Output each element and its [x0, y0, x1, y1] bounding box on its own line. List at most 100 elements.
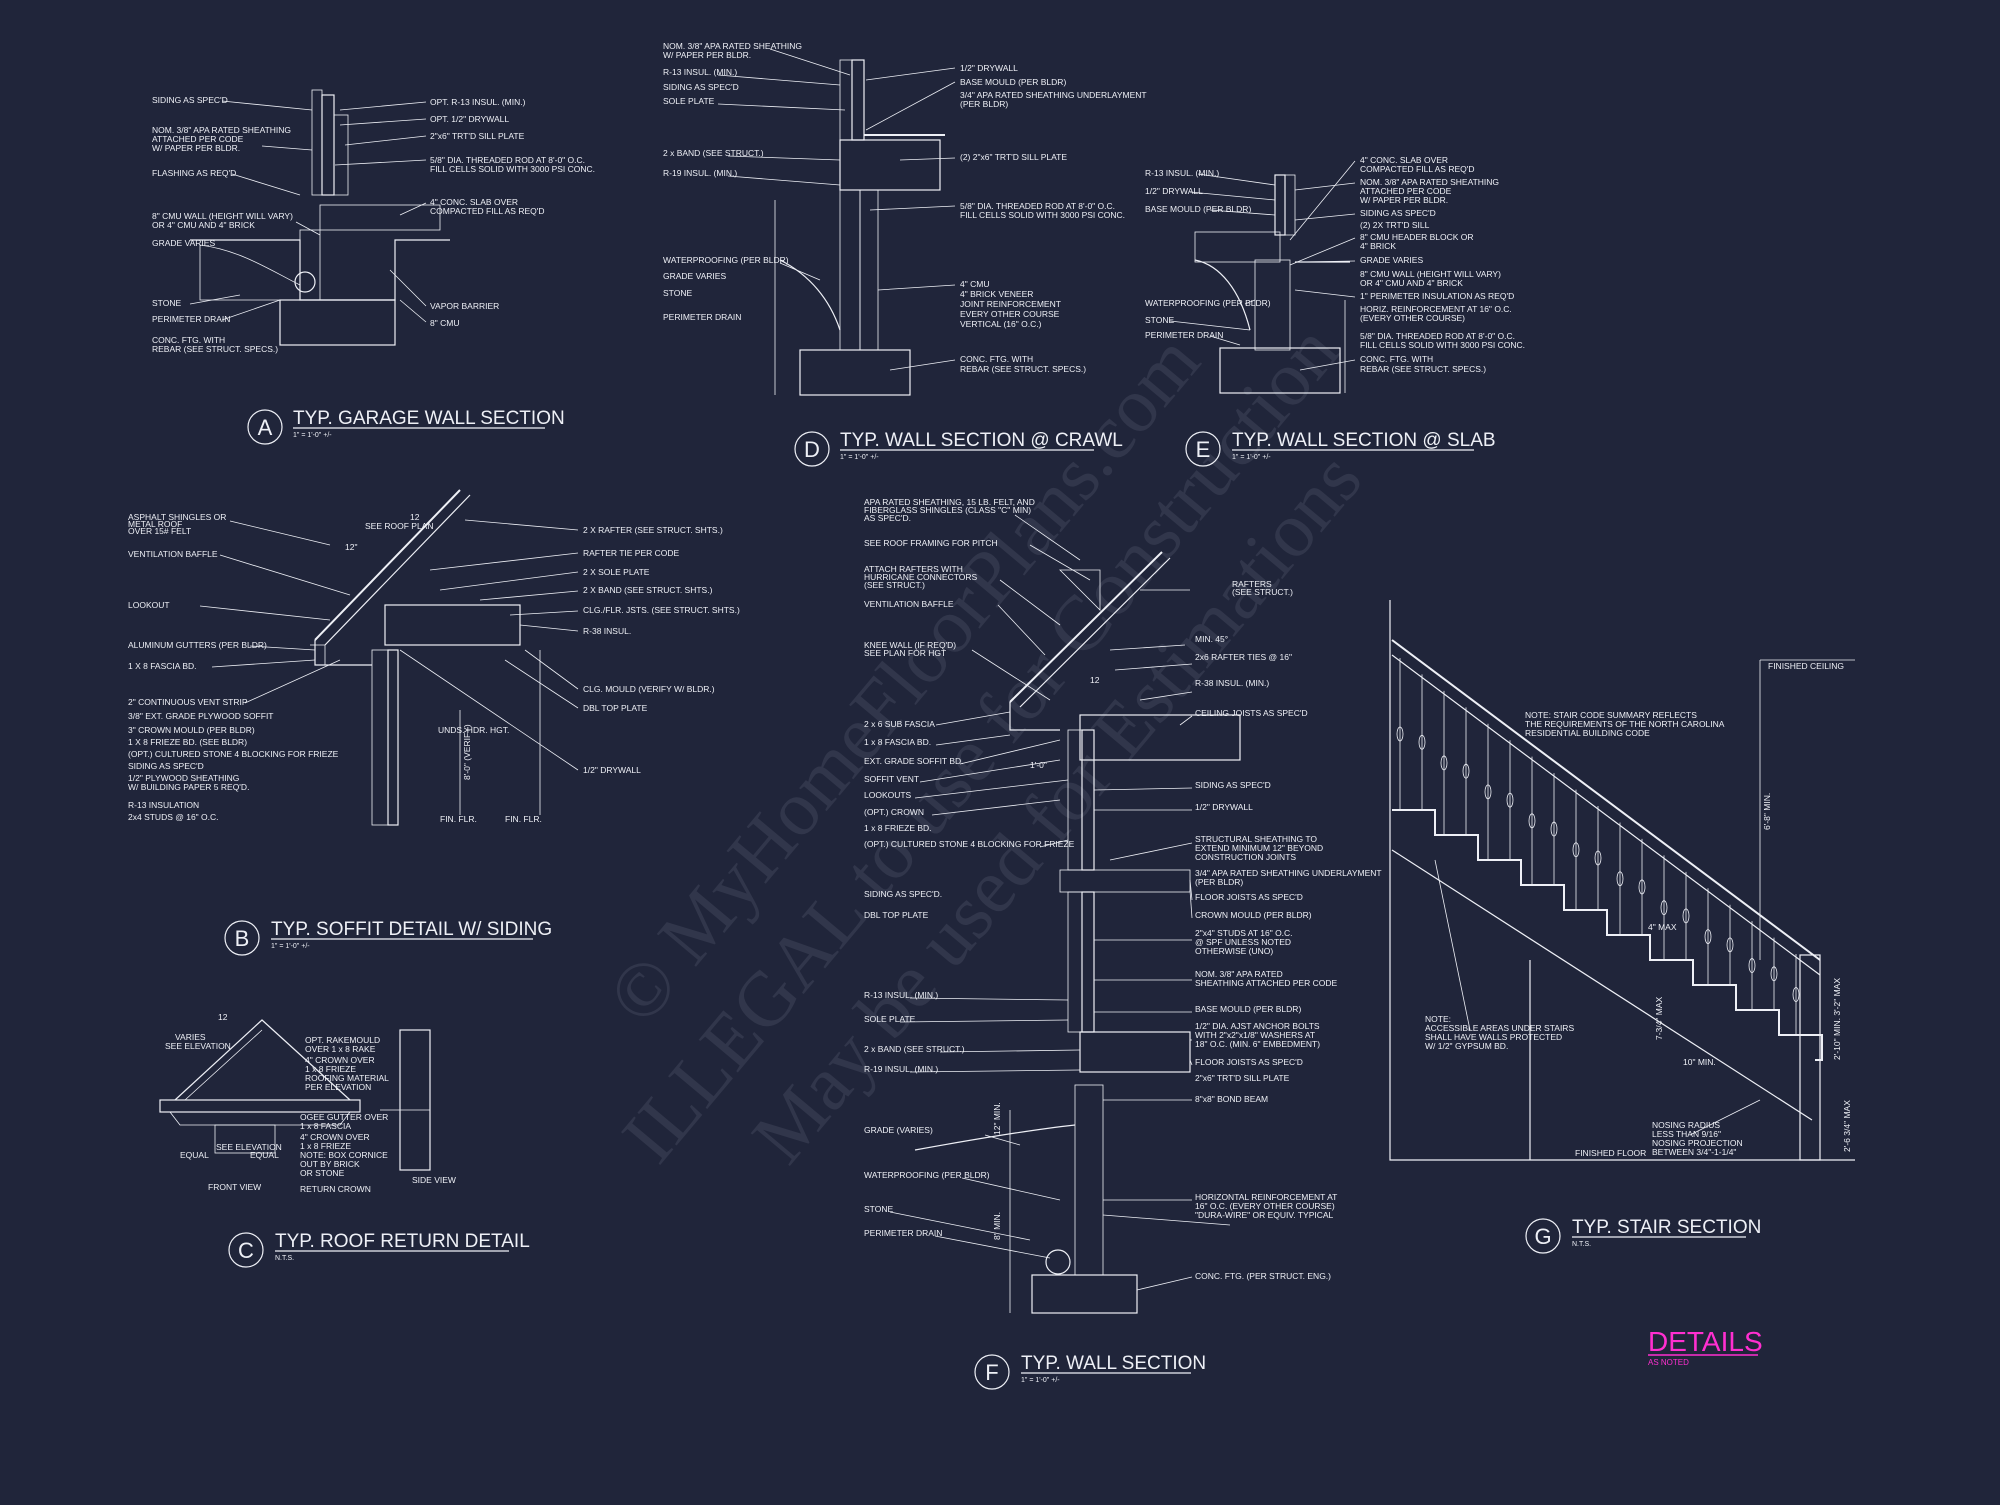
note: (SEE STRUCT.)	[864, 580, 925, 590]
detail-f-leaders	[889, 514, 1193, 1291]
note: 4" CROWN OVER	[305, 1055, 375, 1065]
note: (PER BLDR)	[960, 99, 1008, 109]
note: FLOOR JOISTS AS SPEC'D	[1195, 892, 1303, 902]
note: SEE ROOF FRAMING FOR PITCH	[864, 538, 998, 548]
note: 1 X 8 FASCIA BD.	[128, 661, 197, 671]
detail-e-letter: E	[1196, 437, 1211, 462]
view-label: FRONT VIEW	[208, 1182, 261, 1192]
note: R-13 INSULATION	[128, 800, 199, 810]
note: PERIMETER DRAIN	[152, 314, 230, 324]
note: 3/4" APA RATED SHEATHING UNDERLAYMENT	[960, 90, 1147, 100]
note: NOM. 3/8" APA RATED	[1195, 969, 1283, 979]
note: "DURA-WIRE" OR EQUIV. TYPICAL	[1195, 1210, 1334, 1220]
note: 8" CMU	[430, 318, 459, 328]
dimension: 6'-8" MIN.	[1762, 793, 1772, 830]
note: ASPHALT SHINGLES OR	[128, 512, 226, 522]
detail-c-drawing	[159, 1019, 431, 1171]
note: SEE ELEVATION	[165, 1041, 231, 1051]
note: SOLE PLATE	[663, 96, 715, 106]
note: STRUCTURAL SHEATHING TO	[1195, 834, 1317, 844]
note: LOOKOUT	[128, 600, 170, 610]
note: FINISHED CEILING	[1768, 661, 1844, 671]
detail-e-notes-right: 4" CONC. SLAB OVER COMPACTED FILL AS REQ…	[1360, 155, 1525, 374]
note: 1 x 8 FRIEZE BD.	[864, 823, 932, 833]
detail-b-notes-left: ASPHALT SHINGLES OR METAL ROOF OVER 15# …	[128, 512, 339, 822]
note: SEE PLAN FOR HGT	[864, 648, 946, 658]
note: R-13 INSUL. (MIN.)	[663, 67, 737, 77]
dimension: 12	[1090, 675, 1100, 685]
note: 1 x 8 FASCIA BD.	[864, 737, 931, 747]
note: NOTE:	[1425, 1014, 1451, 1024]
note: 4" CONC. SLAB OVER	[430, 197, 518, 207]
note: 3" CROWN MOULD (PER BLDR)	[128, 725, 255, 735]
note: REBAR (SEE STRUCT. SPECS.)	[152, 344, 278, 354]
note: DBL TOP PLATE	[864, 910, 929, 920]
detail-e-leaders	[1169, 160, 1356, 371]
note: 1/2" DIA. AJST ANCHOR BOLTS	[1195, 1021, 1320, 1031]
sheet-scale: AS NOTED	[1648, 1358, 1689, 1367]
note: W/ PAPER PER BLDR.	[663, 50, 751, 60]
detail-d-drawing	[774, 59, 945, 396]
note: EVERY OTHER COURSE	[960, 309, 1060, 319]
detail-b-letter: B	[235, 926, 250, 951]
detail-a-garage-wall-section: SIDING AS SPEC'D NOM. 3/8" APA RATED SHE…	[152, 89, 595, 445]
note: BASE MOULD (PER BLDR)	[1195, 1004, 1301, 1014]
note: REBAR (SEE STRUCT. SPECS.)	[1360, 364, 1486, 374]
note: OPT. 1/2" DRYWALL	[430, 114, 509, 124]
note: W/ BUILDING PAPER 5 REQ'D.	[128, 782, 249, 792]
note: WATERPROOFING (PER BLDR)	[864, 1170, 990, 1180]
note: ATTACHED PER CODE	[1360, 186, 1452, 196]
dimension: 2'-10" MIN. 3'-2" MAX	[1832, 978, 1842, 1060]
note: (OPT.) CROWN	[864, 807, 924, 817]
detail-d-title: TYP. WALL SECTION @ CRAWL	[840, 430, 1123, 451]
note: 1/2" DRYWALL	[1145, 186, 1203, 196]
note: 8" CMU HEADER BLOCK OR	[1360, 232, 1474, 242]
note: STONE	[663, 288, 692, 298]
detail-g-dims: 6'-8" MIN. 4" MAX 7-3/4" MAX 10" MIN. 2'…	[1648, 793, 1852, 1152]
note: FILL CELLS SOLID WITH 3000 PSI CONC.	[1360, 340, 1525, 350]
note: FLOOR JOISTS AS SPEC'D	[1195, 1057, 1303, 1067]
note: METAL ROOF	[128, 519, 182, 529]
dimension: 8" MIN.	[992, 1212, 1002, 1240]
detail-a-bubble	[247, 409, 283, 445]
detail-f-notes-right: RAFTERS(SEE STRUCT.)MIN. 45°2x6 RAFTER T…	[1195, 579, 1382, 1281]
detail-g-bubble	[1525, 1218, 1561, 1254]
detail-f-notes-left: APA RATED SHEATHING, 15 LB. FELT, ANDFIB…	[864, 497, 1075, 1238]
note: 2 X SOLE PLATE	[583, 567, 650, 577]
detail-a-scale: 1" = 1'-0" +/-	[293, 432, 332, 439]
note: 2x6 RAFTER TIES @ 16"	[1195, 652, 1292, 662]
note: 8" CMU WALL (HEIGHT WILL VARY)	[1360, 269, 1501, 279]
note: 16" O.C. (EVERY OTHER COURSE)	[1195, 1201, 1335, 1211]
detail-c-title: TYP. ROOF RETURN DETAIL	[275, 1231, 530, 1252]
note: 8" CMU WALL (HEIGHT WILL VARY)	[152, 211, 293, 221]
sheet-title-block: DETAILS AS NOTED	[1648, 1326, 1763, 1367]
note: 1/2" PLYWOOD SHEATHING	[128, 773, 239, 783]
note: CONC. FTG. WITH	[152, 335, 225, 345]
note: STONE	[864, 1204, 893, 1214]
dimension: EQUAL	[180, 1150, 209, 1160]
note: 5/8" DIA. THREADED ROD AT 8'-0" O.C.	[430, 155, 585, 165]
note: W/ PAPER PER BLDR.	[1360, 195, 1448, 205]
note: OR 4" CMU AND 4" BRICK	[152, 220, 255, 230]
note: OPT. RAKEMOULD	[305, 1035, 380, 1045]
note: 2 x BAND (SEE STRUCT.)	[663, 148, 764, 158]
note: FILL CELLS SOLID WITH 3000 PSI CONC.	[960, 210, 1125, 220]
note: (2) 2X TRT'D SILL	[1360, 220, 1430, 230]
note: STONE	[152, 298, 181, 308]
detail-e-notes-left: R-13 INSUL. (MIN.) 1/2" DRYWALL BASE MOU…	[1145, 168, 1271, 340]
note: FIBERGLASS SHINGLES (CLASS "C" MIN)	[864, 505, 1031, 515]
note: CONSTRUCTION JOINTS	[1195, 852, 1296, 862]
note: 2 x BAND (SEE STRUCT.)	[864, 1044, 965, 1054]
dimension: 1'-0"	[1030, 760, 1047, 770]
dimension: 12	[218, 1012, 228, 1022]
note: 2x4 STUDS @ 16" O.C.	[128, 812, 219, 822]
baluster-turning	[1660, 900, 1668, 916]
detail-f-title: TYP. WALL SECTION	[1021, 1353, 1206, 1374]
view-label: SIDE VIEW	[412, 1175, 456, 1185]
baluster-turning	[1748, 958, 1756, 973]
detail-g-scale: N.T.S.	[1572, 1241, 1591, 1248]
note: SIDING AS SPEC'D	[152, 95, 228, 105]
note: R-19 INSUL. (MIN.)	[864, 1064, 938, 1074]
detail-b-leaders	[199, 519, 579, 771]
